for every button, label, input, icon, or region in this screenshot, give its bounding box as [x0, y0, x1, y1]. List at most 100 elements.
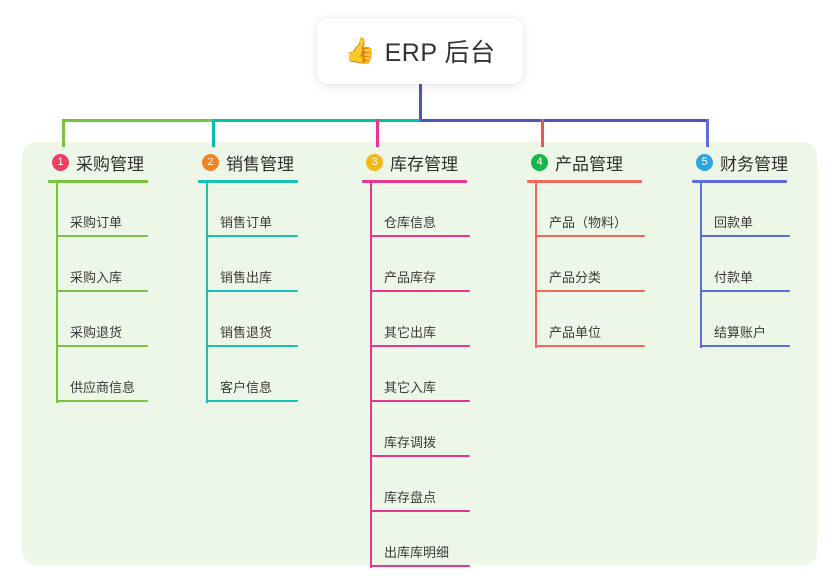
leaf-item-label: 产品库存: [384, 270, 437, 285]
branch-number-badge: 1: [52, 153, 69, 171]
leaf-item[interactable]: 回款单: [700, 212, 795, 237]
branch-column-4: 4 产品管理产品（物料） 产品分类产品单位: [527, 142, 645, 348]
branch-title: 产品管理: [555, 154, 623, 174]
leaf-item-label: 回款单: [714, 215, 754, 230]
branch-header-underline: [527, 180, 642, 183]
branch-spine: [700, 183, 702, 348]
branch-number-badge: 3: [366, 153, 383, 171]
branch-header-采购管理[interactable]: 1 采购管理: [48, 142, 148, 182]
leaf-item-underline: [700, 345, 790, 347]
branch-number-badge: 5: [696, 153, 713, 171]
leaf-item[interactable]: 采购退货: [56, 322, 156, 347]
leaf-item-underline: [370, 565, 470, 567]
branch-header-underline: [48, 180, 148, 183]
leaf-item[interactable]: 付款单: [700, 267, 795, 292]
leaf-item[interactable]: 产品分类: [535, 267, 650, 292]
leaf-item[interactable]: 结算账户: [700, 322, 795, 347]
leaf-item-underline: [370, 235, 470, 237]
leaf-item-underline: [206, 235, 298, 237]
leaf-item-label: 库存调拨: [384, 435, 437, 450]
root-node-title: ERP 后台: [384, 39, 496, 67]
leaf-item-underline: [370, 400, 470, 402]
leaf-item[interactable]: 供应商信息: [56, 377, 156, 402]
leaf-item-label: 其它出库: [384, 325, 437, 340]
leaf-item[interactable]: 销售退货: [206, 322, 306, 347]
leaf-item-label: 销售订单: [220, 215, 273, 230]
leaf-item[interactable]: 库存调拨: [370, 432, 475, 457]
connector-drop-2: [212, 119, 215, 147]
leaf-item[interactable]: 产品单位: [535, 322, 650, 347]
leaf-item-label: 采购订单: [70, 215, 123, 230]
branch-spine: [535, 183, 537, 348]
leaf-item-underline: [56, 400, 148, 402]
leaf-item[interactable]: 库存盘点: [370, 487, 475, 512]
leaf-item-underline: [535, 290, 645, 292]
root-stem-line: [419, 84, 422, 122]
branch-header-underline: [362, 180, 467, 183]
connector-bar-blue: [420, 119, 709, 122]
leaf-item-label: 出库库明细: [384, 545, 450, 560]
leaf-item-underline: [370, 510, 470, 512]
thumbs-up-icon: 👍: [344, 36, 376, 65]
leaf-item[interactable]: 产品库存: [370, 267, 475, 292]
branch-header-财务管理[interactable]: 5 财务管理: [692, 142, 788, 182]
connector-bar-teal: [212, 119, 420, 122]
leaf-item-underline: [535, 235, 645, 237]
connector-bar-green: [62, 119, 212, 122]
branch-title: 库存管理: [390, 154, 458, 174]
leaf-item-underline: [535, 345, 645, 347]
branch-title: 财务管理: [720, 154, 788, 174]
root-node-card[interactable]: 👍 ERP 后台: [317, 18, 523, 84]
leaf-item[interactable]: 其它出库: [370, 322, 475, 347]
leaf-item-label: 产品（物料）: [549, 215, 628, 230]
branch-number-badge: 2: [202, 153, 219, 171]
connector-drop-5: [706, 119, 709, 147]
leaf-item-underline: [370, 455, 470, 457]
leaf-item-underline: [370, 345, 470, 347]
leaf-item-underline: [700, 290, 790, 292]
leaf-item-label: 客户信息: [220, 380, 273, 395]
branch-spine: [370, 183, 372, 568]
branch-spine: [206, 183, 208, 403]
leaf-item-label: 仓库信息: [384, 215, 437, 230]
branch-header-库存管理[interactable]: 3 库存管理: [362, 142, 467, 182]
leaf-item-label: 产品分类: [549, 270, 602, 285]
leaf-item-underline: [206, 400, 298, 402]
leaf-item-label: 供应商信息: [70, 380, 136, 395]
leaf-item-underline: [56, 345, 148, 347]
branch-header-产品管理[interactable]: 4 产品管理: [527, 142, 642, 182]
leaf-item-label: 采购退货: [70, 325, 123, 340]
leaf-item[interactable]: 其它入库: [370, 377, 475, 402]
leaf-item[interactable]: 产品（物料）: [535, 212, 650, 237]
branch-spine: [56, 183, 58, 403]
connector-drop-4: [541, 119, 544, 147]
leaf-item[interactable]: 出库库明细: [370, 542, 475, 567]
leaf-item[interactable]: 采购入库: [56, 267, 156, 292]
branch-header-underline: [692, 180, 787, 183]
leaf-item-underline: [56, 235, 148, 237]
leaf-item[interactable]: 客户信息: [206, 377, 306, 402]
leaf-item[interactable]: 销售出库: [206, 267, 306, 292]
leaf-item-label: 销售退货: [220, 325, 273, 340]
branch-number-badge: 4: [531, 153, 548, 171]
leaf-item-underline: [370, 290, 470, 292]
leaf-item[interactable]: 采购订单: [56, 212, 156, 237]
leaf-item-underline: [56, 290, 148, 292]
leaf-item-label: 库存盘点: [384, 490, 437, 505]
diagram-background-panel: [22, 142, 817, 565]
branch-title: 采购管理: [76, 154, 144, 174]
connector-drop-3: [376, 119, 379, 147]
leaf-item[interactable]: 销售订单: [206, 212, 306, 237]
leaf-item-label: 产品单位: [549, 325, 602, 340]
leaf-item-label: 结算账户: [714, 325, 767, 340]
connector-drop-1: [62, 119, 65, 147]
leaf-item-underline: [700, 235, 790, 237]
leaf-item[interactable]: 仓库信息: [370, 212, 475, 237]
leaf-item-label: 销售出库: [220, 270, 273, 285]
